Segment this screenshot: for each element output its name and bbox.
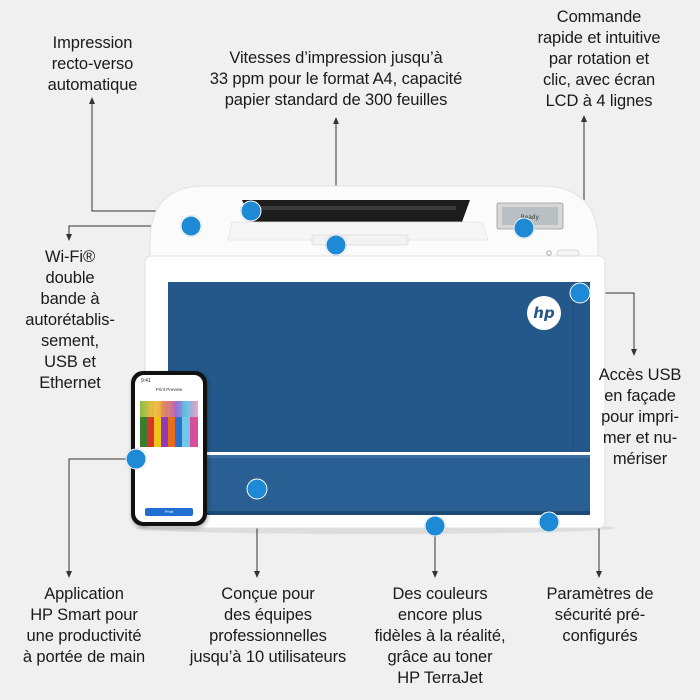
label-speed: Vitesses d’impression jusqu’à 33 ppm pou… bbox=[209, 49, 463, 109]
line-app bbox=[68, 458, 136, 575]
label-colors: Des couleurs encore plus fidèles à la ré… bbox=[374, 585, 506, 687]
smartphone: 9:41 Print Preview Print bbox=[131, 371, 207, 526]
callout-dot-teams[interactable] bbox=[246, 478, 268, 500]
callout-dot-speed[interactable] bbox=[325, 234, 347, 256]
label-control: Commande rapide et intuitive par rotatio… bbox=[537, 8, 661, 110]
callout-dot-colors[interactable] bbox=[424, 515, 446, 537]
callout-dot-control[interactable] bbox=[513, 217, 535, 239]
phone-print-button[interactable]: Print bbox=[145, 508, 193, 516]
label-usb: Accès USB en façade pour impri- mer et n… bbox=[598, 366, 682, 468]
lcd-status-text: Ready bbox=[521, 214, 539, 221]
hp-logo: hp bbox=[527, 296, 561, 330]
callout-dot-app[interactable] bbox=[125, 448, 147, 470]
label-app: Application HP Smart pour une productivi… bbox=[22, 585, 146, 666]
label-duplex: Impression recto-verso automatique bbox=[47, 34, 138, 94]
label-connectivity: Wi-Fi® double bande à autorétablis- seme… bbox=[25, 248, 115, 392]
callout-dot-usb[interactable] bbox=[569, 282, 591, 304]
callout-dot-duplex[interactable] bbox=[240, 200, 262, 222]
phone-screen-title: Print Preview bbox=[155, 387, 183, 392]
label-security: Paramètres de sécurité pré- configurés bbox=[546, 585, 654, 645]
phone-status-time: 9:41 bbox=[141, 378, 151, 384]
phone-preview-image bbox=[140, 401, 198, 447]
callout-dot-security[interactable] bbox=[538, 511, 560, 533]
label-teams: Conçue pour des équipes professionnelles… bbox=[189, 585, 347, 666]
phone-screen: 9:41 Print Preview Print bbox=[135, 375, 203, 522]
callout-dot-connectivity[interactable] bbox=[180, 215, 202, 237]
